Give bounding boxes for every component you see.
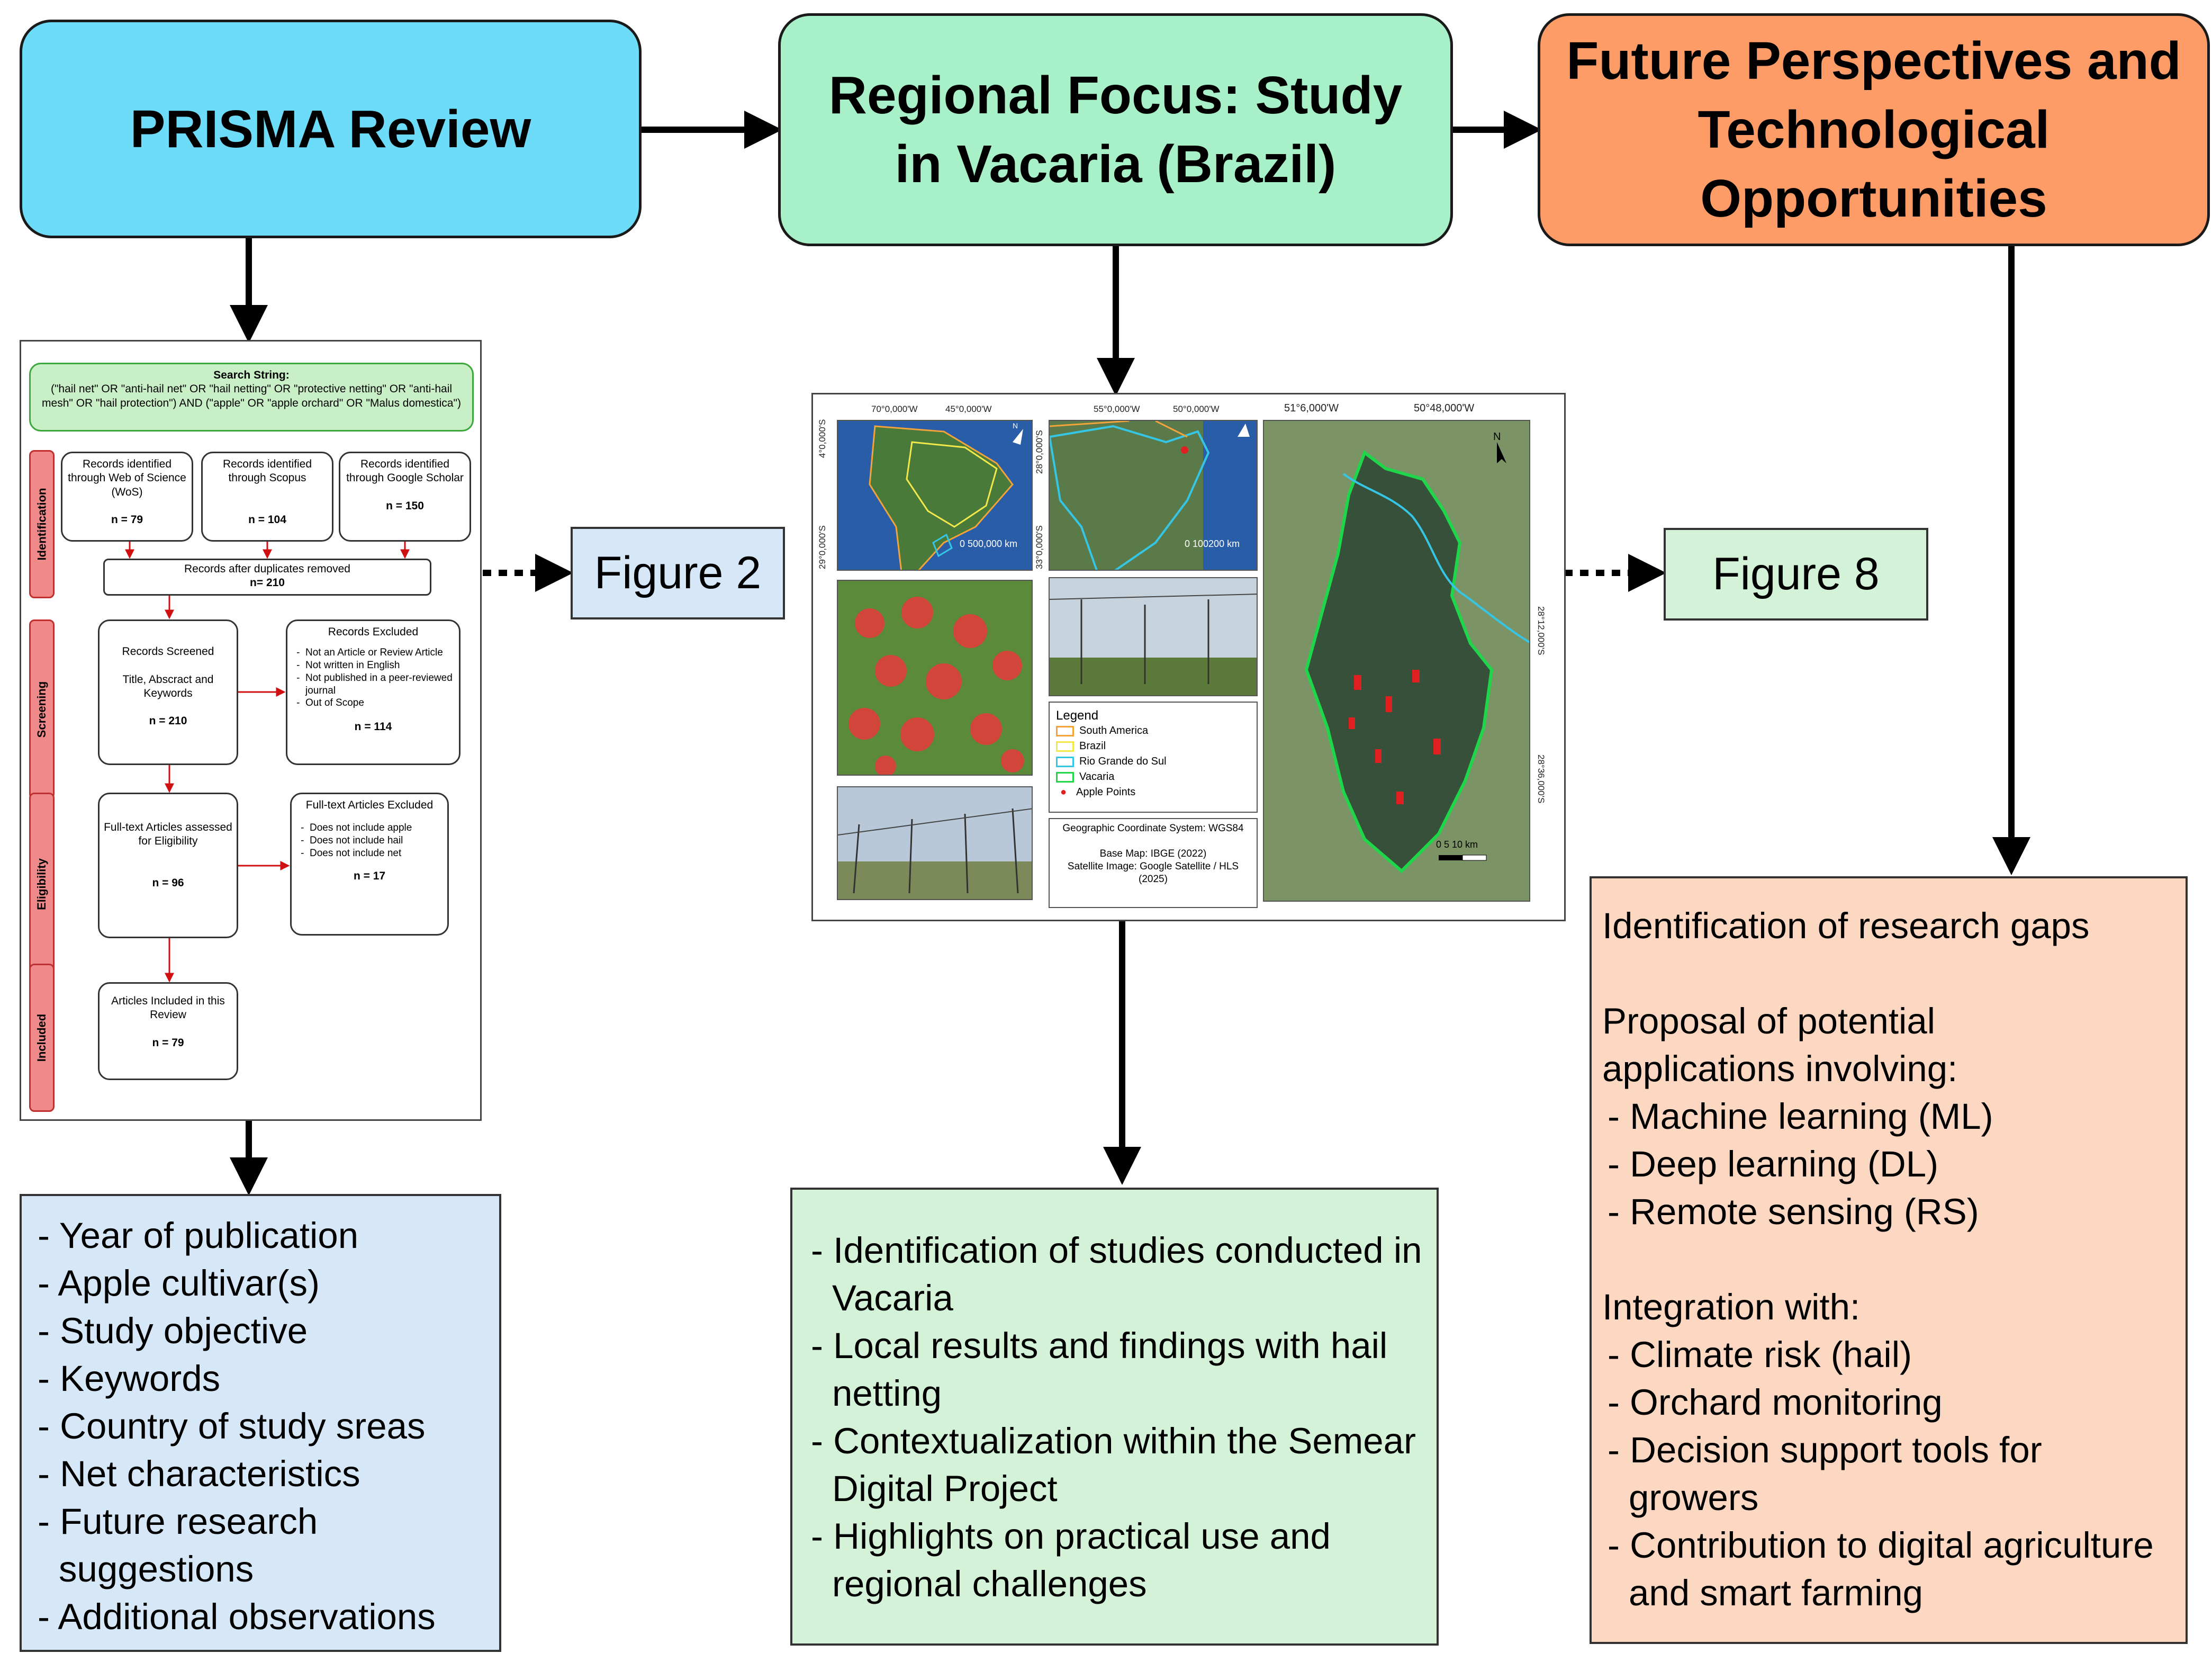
legend-item: Brazil [1056,739,1250,754]
hail-net-photo-2 [837,786,1033,900]
stage-eligibility: Eligibility [29,793,55,975]
list-item: Remote sensing (RS) [1600,1188,2178,1236]
records-excluded-box: Records Excluded Not an Article or Revie… [286,619,461,765]
search-string-title: Search String: [213,369,290,381]
legend-title: Legend [1056,708,1099,723]
list-item: Country of study sreas [30,1403,499,1450]
stage-included: Included [29,964,55,1112]
search-string-box: Search String: ("hail net" OR "anti-hail… [29,363,474,432]
map-metadata: Geographic Coordinate System: WGS84 Base… [1049,818,1258,908]
stage-identification: Identification [29,450,55,598]
legend-item: Rio Grande do Sul [1056,754,1250,769]
scholar-records-box: Records identified through Google Schola… [339,452,471,542]
list-item: Machine learning (ML) [1600,1093,2178,1140]
future-opportunities-list: Identification of research gaps Proposal… [1590,876,2188,1644]
legend-item: South America [1056,723,1250,739]
regional-findings-list: Identification of studies conducted in V… [790,1188,1439,1646]
future-perspectives-title: Future Perspectives and Technological Op… [1566,31,2181,228]
list-item: Future research suggestions [30,1498,387,1593]
list-item: Contribution to digital agriculture and … [1600,1522,2178,1617]
list-item: Highlights on practical use and regional… [803,1513,1426,1608]
prisma-review-title: PRISMA Review [130,99,531,159]
list-item: Contextualization within the Semear Digi… [803,1417,1426,1513]
list-item: Deep learning (DL) [1600,1140,2178,1188]
svg-text:N: N [1493,431,1501,443]
svg-text:N: N [1013,421,1018,430]
list-item: Local results and findings with hail net… [803,1322,1426,1417]
list-item: Climate risk (hail) [1600,1331,2178,1379]
prisma-flow-arrows [125,542,410,983]
prisma-data-list: Year of publication Apple cultivar(s) St… [20,1194,501,1652]
fulltext-excluded-box: Full-text Articles Excluded Does not inc… [290,793,449,936]
stage-screening: Screening [29,619,55,799]
figure-8-label: Figure 8 [1664,528,1928,621]
regional-focus-header: Regional Focus: Study in Vacaria (Brazil… [778,13,1453,246]
wos-records-box: Records identified through Web of Scienc… [61,452,193,542]
list-item: Decision support tools for growers [1600,1426,2178,1522]
list-item: Additional observations [30,1593,499,1641]
regional-focus-title: Regional Focus: Study in Vacaria (Brazil… [828,66,1403,194]
hail-net-photo-1 [1049,577,1258,696]
rio-grande-do-sul-map: 0 100200 km [1049,420,1258,571]
list-item: Identification of studies conducted in V… [803,1227,1426,1322]
apple-tree-photo [837,580,1033,776]
records-screened-box: Records Screened Title, Abscract and Key… [98,619,238,765]
vacaria-satellite-map: N 0 5 10 km [1263,420,1530,902]
list-item: Net characteristics [30,1450,499,1498]
list-item: Year of publication [30,1212,499,1260]
legend-item: Vacaria [1056,769,1250,785]
list-item: Keywords [30,1355,499,1403]
figure-2-label: Figure 2 [571,527,785,619]
list-item: Integration with: [1602,1287,1861,1327]
articles-included-box: Articles Included in this Review n = 79 [98,982,238,1080]
map-legend: Legend South America Brazil Rio Grande d… [1049,702,1258,813]
legend-item: ●Apple Points [1060,786,1136,798]
list-item: Proposal of potential applications invol… [1602,1001,1958,1089]
prisma-review-header: PRISMA Review [20,20,642,238]
list-item: Identification of research gaps [1602,905,2090,946]
fulltext-assessed-box: Full-text Articles assessed for Eligibil… [98,793,238,938]
vacaria-map-figure: 70°0,000'W 45°0,000'W 55°0,000'W 50°0,00… [811,393,1566,921]
list-item: Study objective [30,1307,499,1355]
search-string-text: ("hail net" OR "anti-hail net" OR "hail … [42,383,461,409]
south-america-map: N 0 500,000 km [837,420,1033,571]
future-perspectives-header: Future Perspectives and Technological Op… [1538,13,2210,246]
list-item: Orchard monitoring [1600,1379,2178,1426]
list-item: Apple cultivar(s) [30,1260,499,1307]
prisma-flowchart: Search String: ("hail net" OR "anti-hail… [20,340,482,1121]
